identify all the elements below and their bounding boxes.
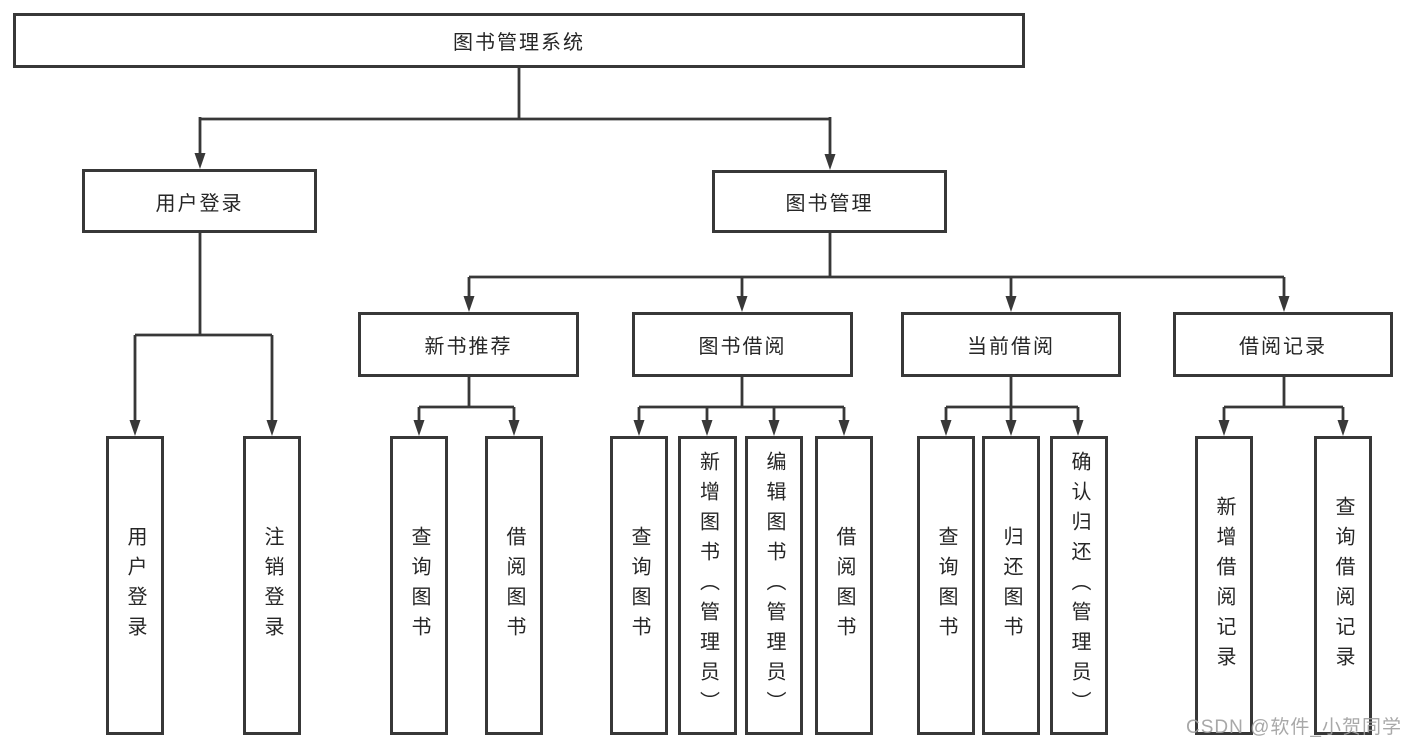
node-book-borrowing: 图书借阅 [632, 312, 853, 377]
leaf-user-login-label: 用户登录 [124, 525, 146, 646]
leaf-borrow-books-recommend-label: 借阅图书 [503, 525, 525, 646]
leaf-add-books-admin: 新增图书（管理员） [678, 436, 737, 735]
tree-edges [133, 68, 1345, 423]
node-book-borrowing-label: 图书借阅 [698, 336, 787, 358]
leaf-confirm-return-admin: 确认归还（管理员） [1050, 436, 1108, 735]
leaf-query-books-recommend-label: 查询图书 [408, 525, 430, 646]
node-book-management-label: 图书管理 [785, 193, 874, 215]
leaf-add-books-admin-label: 新增图书（管理员） [696, 450, 719, 721]
leaf-return-books-label: 归还图书 [1000, 525, 1022, 646]
leaf-query-books-recommend: 查询图书 [390, 436, 448, 735]
leaf-edit-books-admin: 编辑图书（管理员） [745, 436, 803, 735]
leaf-borrow-books-recommend: 借阅图书 [485, 436, 543, 735]
leaf-logout: 注销登录 [243, 436, 301, 735]
node-current-borrowing-label: 当前借阅 [967, 336, 1055, 358]
node-borrowing-records: 借阅记录 [1173, 312, 1393, 377]
leaf-edit-books-admin-label: 编辑图书（管理员） [763, 450, 785, 721]
node-current-borrowing: 当前借阅 [901, 312, 1121, 377]
node-user-login: 用户登录 [82, 169, 317, 233]
node-book-management: 图书管理 [712, 170, 947, 233]
leaf-query-books-borrowing-label: 查询图书 [628, 525, 650, 646]
leaf-confirm-return-admin-label: 确认归还（管理员） [1068, 450, 1090, 721]
leaf-query-books-current: 查询图书 [917, 436, 975, 735]
leaf-query-books-current-label: 查询图书 [935, 525, 957, 646]
node-library-management-system-label: 图书管理系统 [453, 32, 585, 54]
leaf-user-login: 用户登录 [106, 436, 164, 735]
leaf-logout-label: 注销登录 [261, 525, 283, 646]
leaf-borrow-books-label: 借阅图书 [833, 525, 855, 646]
leaf-borrow-books: 借阅图书 [815, 436, 873, 735]
node-borrowing-records-label: 借阅记录 [1239, 336, 1327, 358]
leaf-add-borrow-record: 新增借阅记录 [1195, 436, 1253, 735]
leaf-query-borrow-record-label: 查询借阅记录 [1332, 495, 1354, 676]
leaf-add-borrow-record-label: 新增借阅记录 [1213, 495, 1235, 676]
node-user-login-label: 用户登录 [155, 192, 244, 215]
node-new-book-recommendation-label: 新书推荐 [424, 336, 513, 358]
leaf-query-borrow-record: 查询借阅记录 [1314, 436, 1372, 735]
leaf-query-books-borrowing: 查询图书 [610, 436, 668, 735]
node-library-management-system: 图书管理系统 [13, 13, 1025, 68]
csdn-watermark: CSDN @软件_小贺同学 [1186, 717, 1402, 738]
node-new-book-recommendation: 新书推荐 [358, 312, 579, 377]
leaf-return-books: 归还图书 [982, 436, 1040, 735]
